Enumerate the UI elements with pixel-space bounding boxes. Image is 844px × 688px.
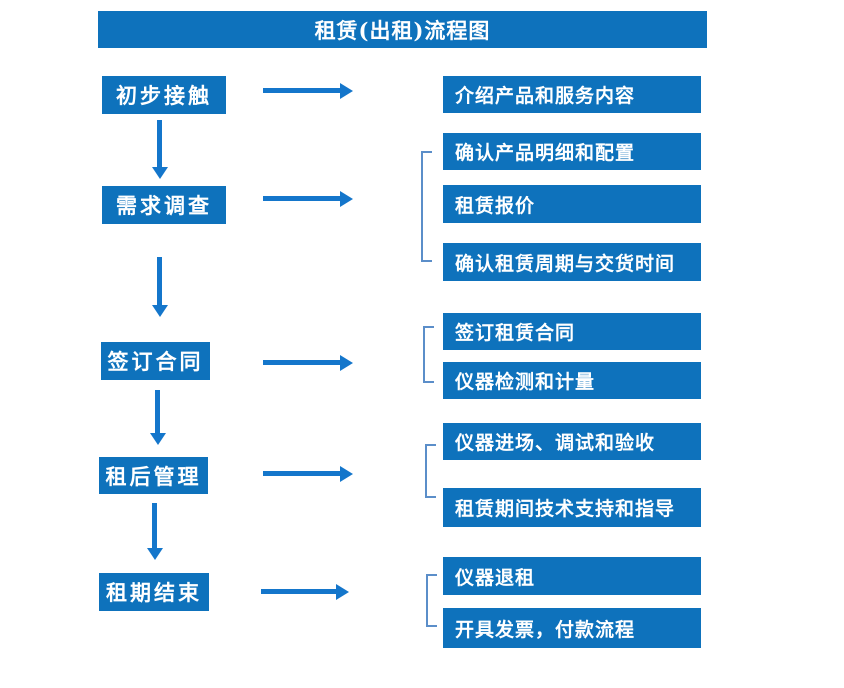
group-bracket: [421, 151, 432, 262]
detail-introduce-products-services: 介绍产品和服务内容: [443, 76, 701, 113]
step-requirements-survey: 需求调查: [102, 186, 226, 224]
detail-confirm-rental-period-delivery: 确认租赁周期与交货时间: [443, 243, 701, 281]
detail-invoice-payment-process: 开具发票，付款流程: [443, 608, 701, 648]
step-rental-end: 租期结束: [99, 573, 209, 611]
down-arrow-icon: [157, 257, 162, 305]
group-bracket: [423, 326, 434, 383]
step-post-rental-management: 租后管理: [99, 457, 208, 494]
down-arrow-icon: [157, 120, 162, 167]
detail-sign-rental-contract: 签订租赁合同: [443, 313, 701, 350]
detail-instrument-testing-measurement: 仪器检测和计量: [443, 362, 701, 399]
detail-confirm-product-details-config: 确认产品明细和配置: [443, 133, 701, 170]
detail-rental-quote: 租赁报价: [443, 185, 701, 223]
right-arrow-icon: [261, 589, 336, 594]
detail-instrument-setup-acceptance: 仪器进场、调试和验收: [443, 423, 701, 460]
step-initial-contact: 初步接触: [102, 76, 226, 114]
diagram-title: 租赁(出租)流程图: [98, 11, 707, 48]
right-arrow-icon: [263, 88, 340, 93]
right-arrow-icon: [263, 471, 340, 476]
group-bracket: [426, 574, 437, 627]
step-sign-contract: 签订合同: [101, 342, 210, 380]
down-arrow-icon: [152, 503, 157, 548]
down-arrow-icon: [155, 390, 160, 433]
detail-instrument-return: 仪器退租: [443, 557, 701, 595]
group-bracket: [425, 444, 436, 498]
right-arrow-icon: [263, 196, 340, 201]
right-arrow-icon: [263, 360, 340, 365]
detail-rental-tech-support: 租赁期间技术支持和指导: [443, 488, 701, 527]
